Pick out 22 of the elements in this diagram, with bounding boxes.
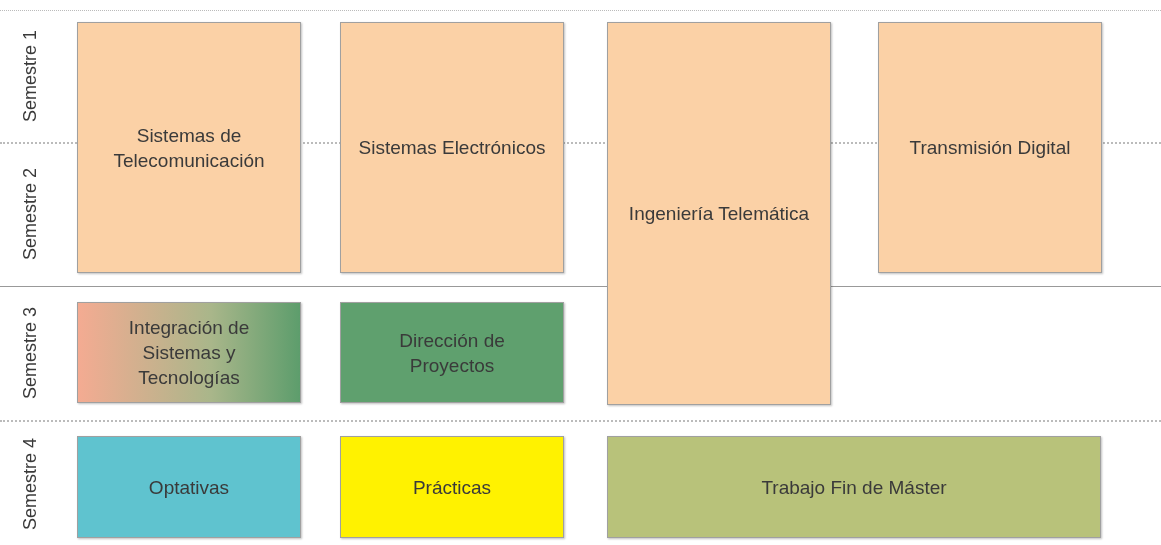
course-title: Transmisión Digital [909, 136, 1071, 160]
course-box [77, 436, 301, 538]
course-box [878, 22, 1102, 273]
course-title: Prácticas [412, 475, 492, 500]
course-title: Sistemas de Telecomunicación [112, 123, 266, 173]
course-box [607, 436, 1101, 538]
course-box [77, 22, 301, 273]
course-title: Optativas [148, 475, 230, 500]
course-title: Trabajo Fin de Máster [761, 475, 947, 500]
semester-label: Semestre 1 [20, 30, 41, 123]
course-title: Sistemas Electrónicos [358, 136, 546, 160]
course-box [77, 302, 301, 403]
course-box [340, 436, 564, 538]
semester-label: Semestre 3 [20, 307, 41, 400]
course-box [340, 22, 564, 273]
semester-label: Semestre 4 [20, 438, 41, 531]
course-box [340, 302, 564, 403]
course-title: Dirección de Proyectos [398, 328, 506, 378]
course-box [607, 22, 831, 405]
semester-label: Semestre 2 [20, 168, 41, 261]
course-title: Integración de Sistemas y Tecnologías [127, 316, 251, 390]
course-title: Ingeniería Telemática [628, 202, 810, 226]
